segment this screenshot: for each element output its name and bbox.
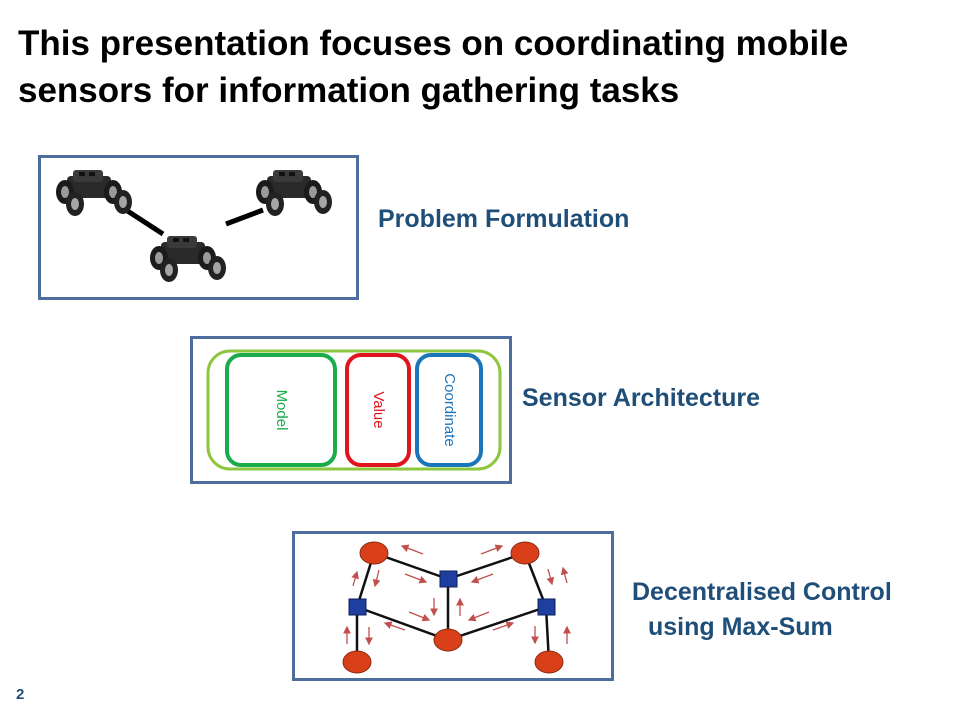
problem-formulation-panel <box>38 155 359 300</box>
coordinate-label: Coordinate <box>441 373 458 446</box>
decentralised-control-line1: Decentralised Control <box>632 578 892 606</box>
sensor-architecture-label: Sensor Architecture <box>522 384 761 412</box>
model-label: Model <box>273 390 290 431</box>
decentralised-control-line2: using Max-Sum <box>648 613 833 641</box>
slide-title-line1: This presentation focuses on coordinatin… <box>18 24 849 63</box>
variable-nodes <box>342 541 564 674</box>
value-module <box>345 353 411 467</box>
decentralised-control-panel <box>292 531 614 681</box>
value-label: Value <box>370 391 387 428</box>
factor-graph-diagram <box>342 541 571 674</box>
robots-illustration <box>56 170 332 282</box>
slide-title-line2: sensors for information gathering tasks <box>18 71 680 110</box>
sensor-outer-box <box>206 349 502 471</box>
slide-title: This presentation focuses on coordinatin… <box>18 20 948 114</box>
link-line <box>225 207 264 227</box>
coordinate-module <box>415 353 483 467</box>
model-module <box>225 353 337 467</box>
sensor-architecture-panel: Model Value Coordinate <box>190 336 512 484</box>
factor-nodes <box>348 570 556 616</box>
message-arrows <box>343 544 571 646</box>
page-number: 2 <box>16 686 25 703</box>
problem-formulation-label: Problem Formulation <box>378 205 630 233</box>
architecture-diagram: Model Value Coordinate <box>206 349 502 471</box>
robot-rover-icon <box>150 236 226 282</box>
decentralised-control-label: Decentralised Control using Max-Sum <box>632 575 892 645</box>
link-line <box>124 207 165 237</box>
robot-rover-icon <box>256 170 332 216</box>
robot-rover-icon <box>56 170 132 216</box>
